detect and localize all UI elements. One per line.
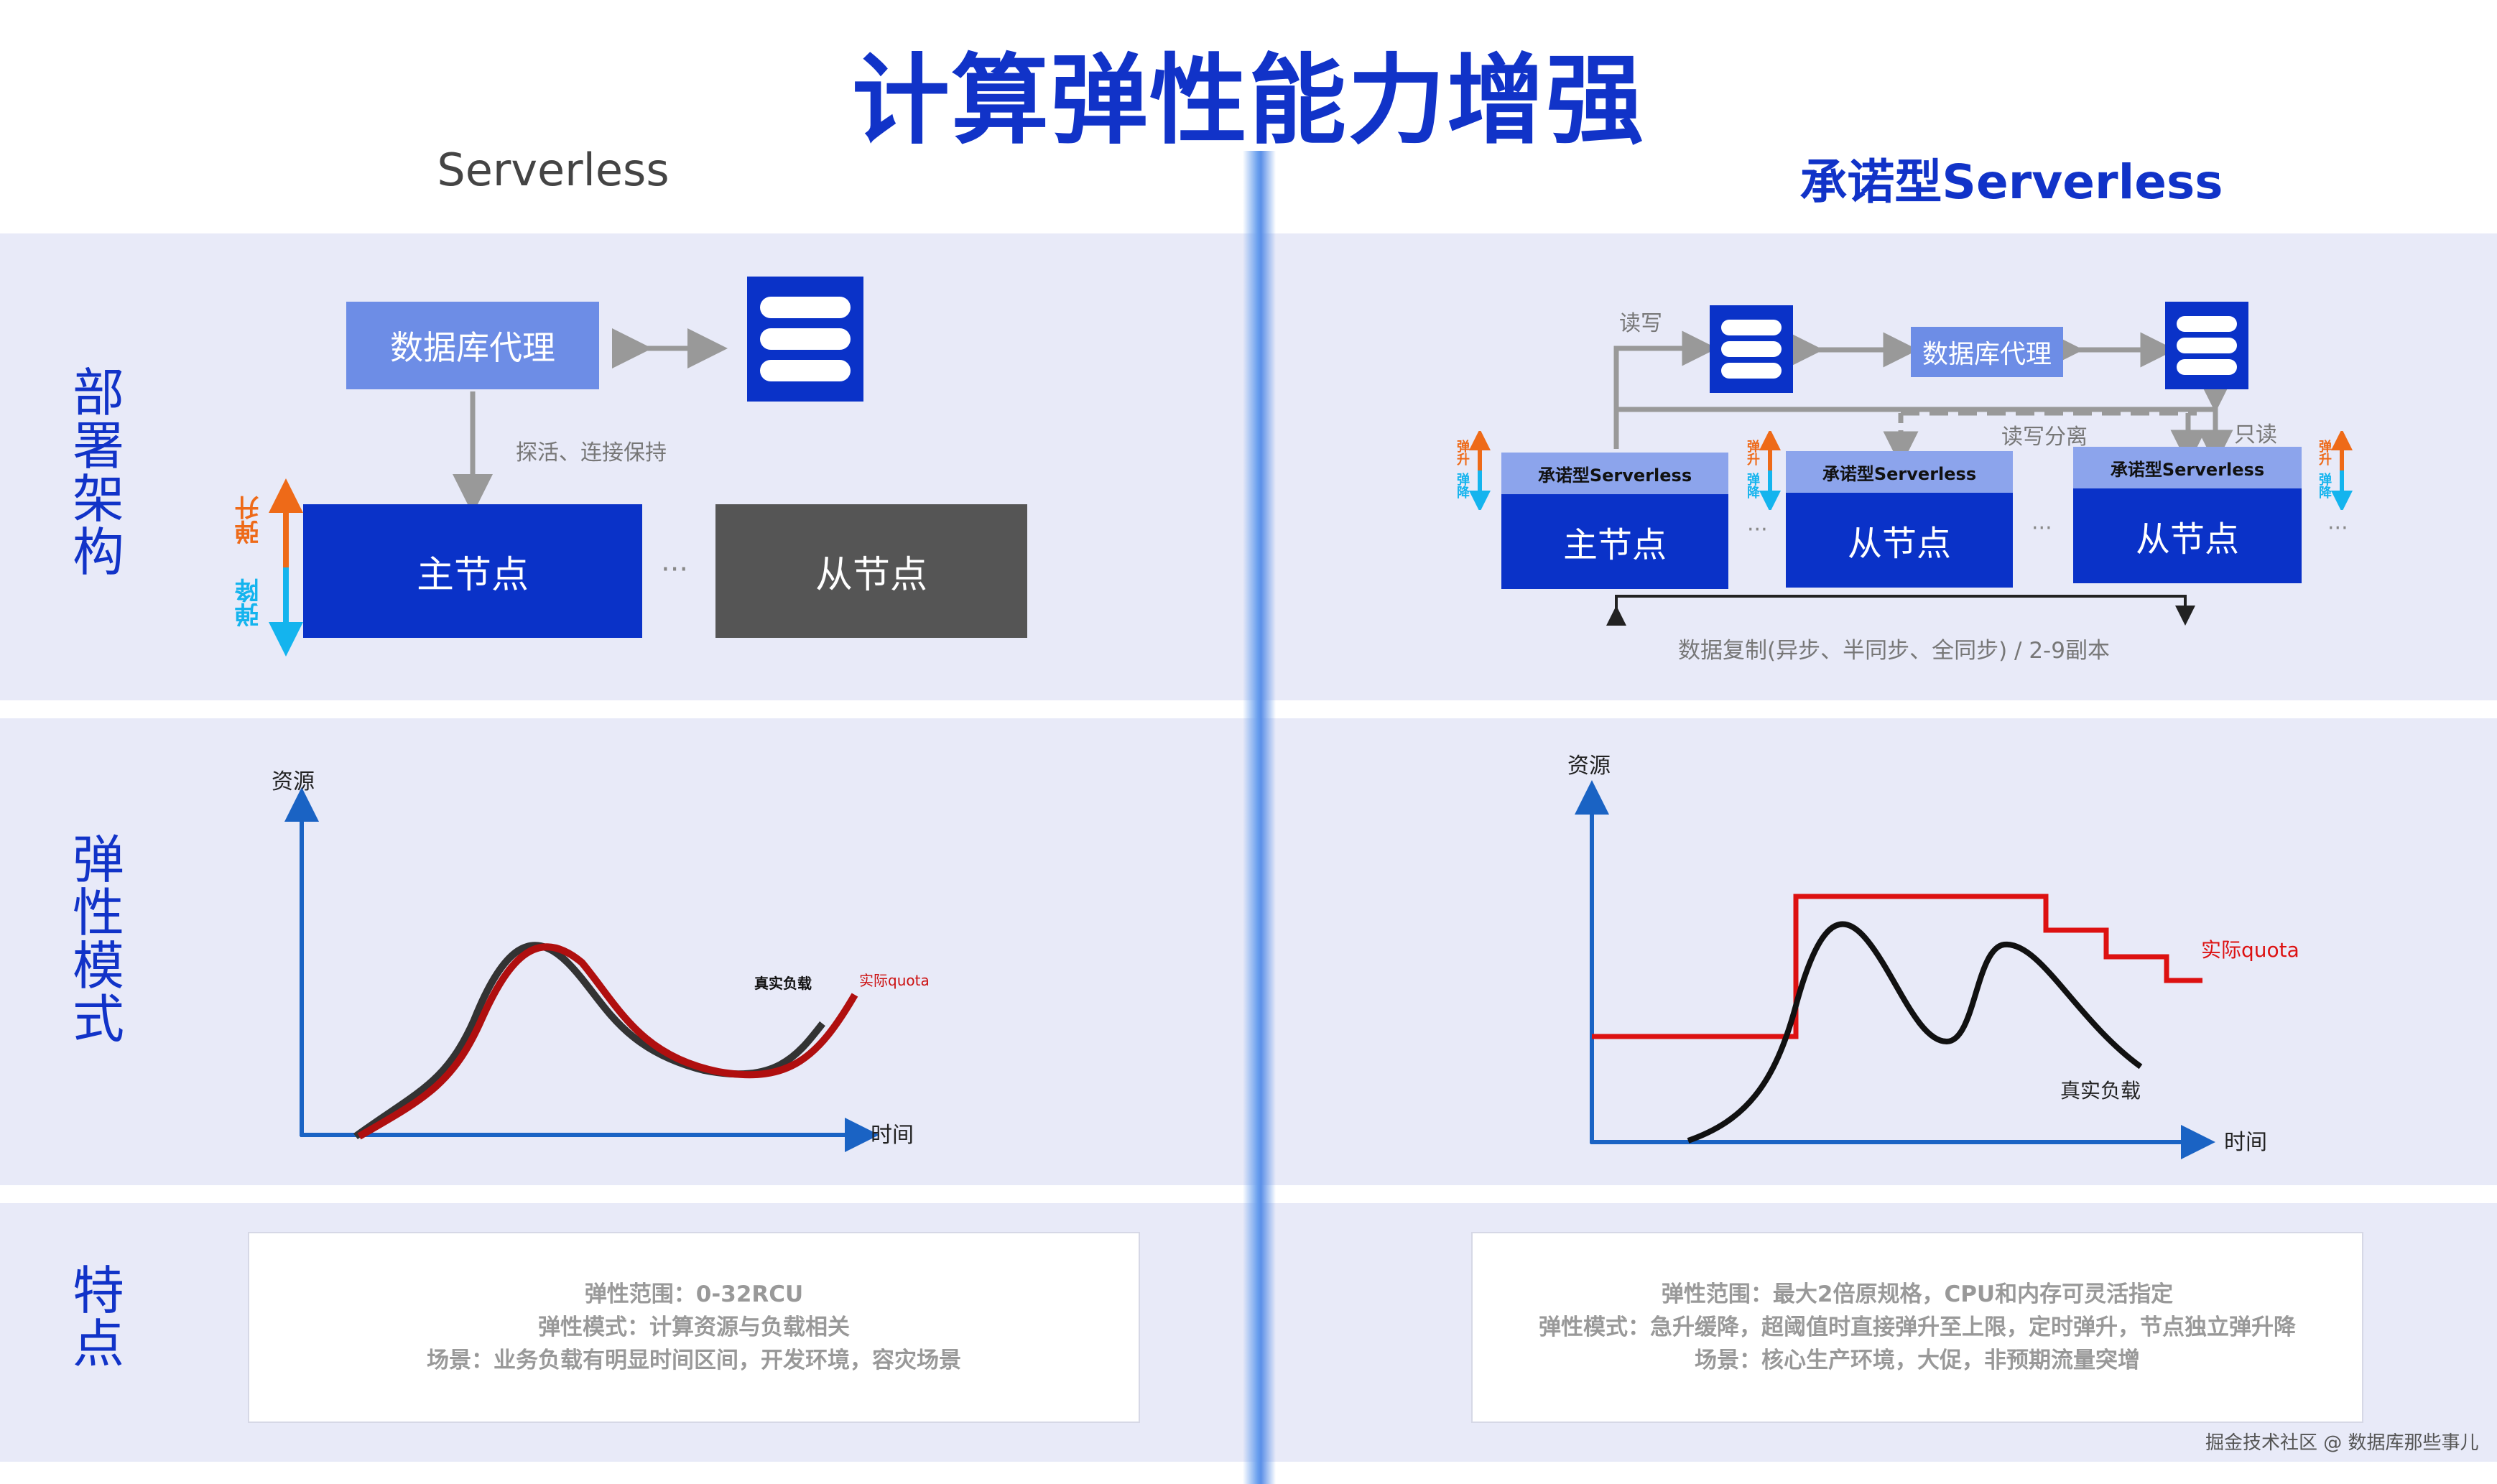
right-replica-node-1-label: 从节点 bbox=[1786, 493, 2013, 588]
right-ellipsis-3: ··· bbox=[2327, 516, 2348, 541]
left-features-box: 弹性范围：0-32RCU 弹性模式：计算资源与负载相关 场景：业务负载有明显时间… bbox=[248, 1232, 1140, 1423]
right-ellipsis-2: ··· bbox=[2032, 516, 2052, 541]
right-chart-actual-quota: 实际quota bbox=[2201, 938, 2299, 962]
right-proxy-box: 数据库代理 bbox=[1911, 327, 2063, 377]
right-replica-node-1-header: 承诺型Serverless bbox=[1786, 451, 2013, 493]
right-ellipsis-1: ··· bbox=[1747, 517, 1768, 542]
column-title-commit-serverless: 承诺型Serverless bbox=[1799, 154, 2223, 210]
right-feature-mode: 弹性模式：急升缓降，超阈值时直接弹升至上限，定时弹升，节点独立弹升降 bbox=[1539, 1314, 2296, 1340]
right-scale-down-label-3: 弹降 bbox=[2317, 473, 2332, 498]
row-label-feature: 特点 bbox=[72, 1261, 124, 1374]
watermark: 掘金技术社区 @ 数据库那些事儿 bbox=[2205, 1432, 2479, 1454]
right-elastic-chart: 资源 时间 真实负载 实际quota bbox=[1567, 753, 2299, 1159]
row-label-deploy: 部署架构 bbox=[72, 363, 124, 583]
right-replication-label: 数据复制(异步、半同步、全同步) / 2-9副本 bbox=[1678, 638, 2110, 664]
right-read-only-label: 只读 bbox=[2234, 422, 2277, 447]
left-scale-up-label: 弹升 bbox=[235, 496, 264, 544]
right-primary-node-label: 主节点 bbox=[1501, 494, 1728, 589]
left-chart-real-load: 真实负载 bbox=[754, 975, 812, 992]
left-ellipsis: ··· bbox=[661, 553, 689, 586]
right-scale-down-label-1: 弹降 bbox=[1455, 473, 1470, 498]
left-actual-quota-curve bbox=[357, 943, 858, 1140]
right-scale-down-label-2: 弹降 bbox=[1745, 473, 1760, 498]
right-primary-node-header: 承诺型Serverless bbox=[1501, 453, 1728, 494]
right-database-icon-1 bbox=[1710, 305, 1793, 393]
left-elastic-chart: 资源 时间 真实负载 实际quota bbox=[272, 769, 930, 1152]
right-primary-node: 承诺型Serverless 主节点 bbox=[1501, 453, 1728, 589]
left-feature-mode: 弹性模式：计算资源与负载相关 bbox=[538, 1314, 850, 1340]
left-database-icon bbox=[747, 277, 863, 402]
left-chart-actual-quota: 实际quota bbox=[859, 972, 930, 989]
right-feature-scene: 场景：核心生产环境，大促，非预期流量突增 bbox=[1695, 1348, 2140, 1373]
column-title-serverless: Serverless bbox=[437, 144, 670, 196]
right-real-load-curve bbox=[1687, 921, 2143, 1144]
left-primary-node: 主节点 bbox=[303, 504, 642, 638]
right-actual-quota-line bbox=[1592, 894, 2202, 1039]
right-database-icon-2 bbox=[2165, 302, 2248, 389]
left-scale-down-label: 弹降 bbox=[235, 578, 264, 627]
left-probe-label: 探活、连接保持 bbox=[516, 440, 667, 465]
right-scale-arrows bbox=[1469, 431, 2353, 510]
right-scale-up-label-1: 弹升 bbox=[1455, 440, 1470, 465]
right-chart-real-load: 真实负载 bbox=[2060, 1079, 2141, 1103]
right-replica-node-1: 承诺型Serverless 从节点 bbox=[1786, 451, 2013, 588]
right-replica-node-2: 承诺型Serverless 从节点 bbox=[2073, 447, 2302, 583]
right-features-box: 弹性范围：最大2倍原规格，CPU和内存可灵活指定 弹性模式：急升缓降，超阈值时直… bbox=[1471, 1232, 2363, 1423]
right-replica-node-2-label: 从节点 bbox=[2073, 488, 2302, 583]
right-chart-y-label: 资源 bbox=[1567, 753, 1611, 779]
right-scale-up-label-2: 弹升 bbox=[1745, 440, 1760, 465]
left-feature-scene: 场景：业务负载有明显时间区间，开发环境，容灾场景 bbox=[427, 1348, 961, 1373]
right-read-write-label: 读写 bbox=[1619, 311, 1662, 336]
right-scale-up-label-3: 弹升 bbox=[2317, 440, 2332, 465]
right-chart-x-label: 时间 bbox=[2224, 1130, 2267, 1155]
column-divider bbox=[1243, 151, 1276, 1484]
left-chart-y-label: 资源 bbox=[272, 769, 315, 794]
left-proxy-box: 数据库代理 bbox=[346, 302, 599, 389]
left-deploy-connectors bbox=[269, 328, 728, 657]
row-label-elastic: 弹性模式 bbox=[72, 830, 124, 1049]
right-rw-split-label: 读写分离 bbox=[2001, 425, 2088, 450]
page-title: 计算弹性能力增强 bbox=[852, 45, 1645, 158]
right-replica-node-2-header: 承诺型Serverless bbox=[2073, 447, 2302, 488]
left-replica-node: 从节点 bbox=[715, 504, 1027, 638]
right-feature-range: 弹性范围：最大2倍原规格，CPU和内存可灵活指定 bbox=[1661, 1281, 2174, 1307]
left-feature-range: 弹性范围：0-32RCU bbox=[584, 1281, 804, 1307]
left-chart-x-label: 时间 bbox=[871, 1123, 914, 1148]
right-deploy-connectors bbox=[1606, 330, 2233, 626]
